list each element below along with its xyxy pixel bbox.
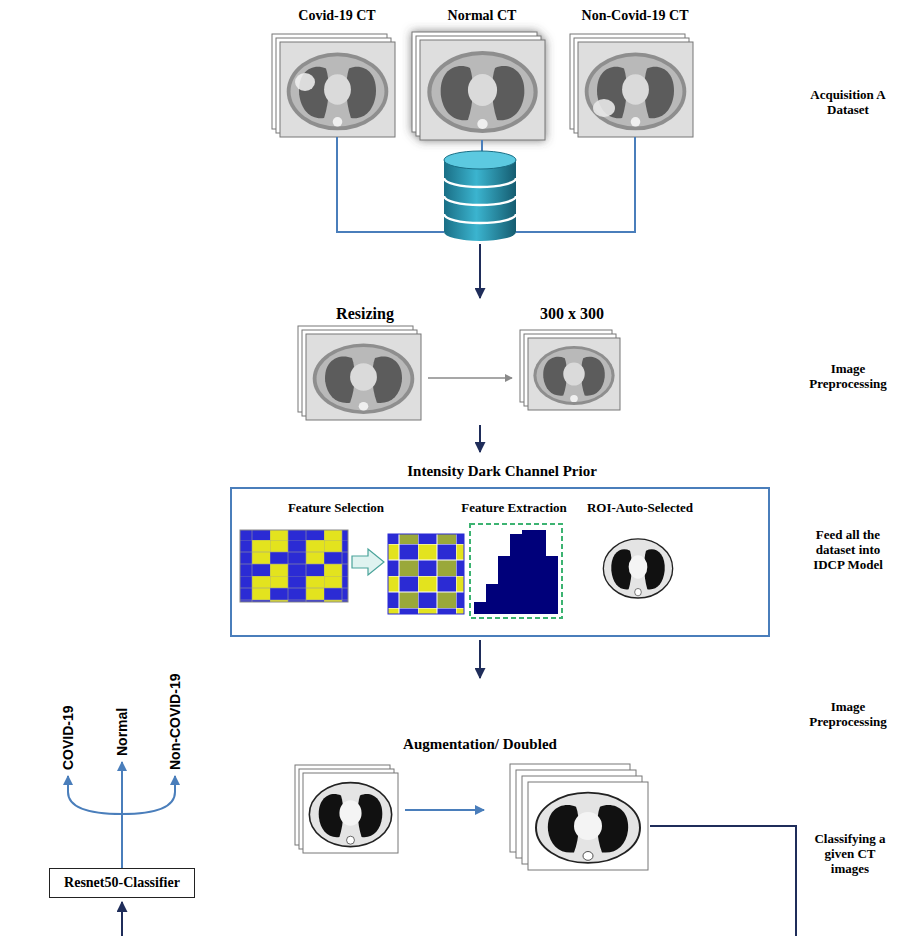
- roi-image: [598, 530, 678, 604]
- database-symbol: [444, 151, 516, 241]
- stage-label: Classifying a given CT images: [806, 832, 894, 877]
- box-heading: Intensity Dark Channel Prior: [407, 463, 597, 480]
- covid-ct-stack: [272, 34, 395, 137]
- image-title: Covid-19 CT: [298, 8, 375, 24]
- stage-label: Acquisition A Dataset: [798, 88, 898, 118]
- image-title: Normal CT: [448, 8, 517, 24]
- resize-arrow: [428, 377, 512, 379]
- class-label: COVID-19: [60, 705, 76, 770]
- process-box: Intensity Dark Channel PriorFeature Sele…: [230, 487, 770, 637]
- flow-arrow: [479, 640, 481, 678]
- augment-input-stack: [295, 765, 398, 853]
- normal-ct-stack: [412, 32, 545, 140]
- step-label: Resizing: [336, 305, 394, 323]
- image-title: Non-Covid-19 CT: [582, 8, 689, 24]
- step-caption: Feature Extraction: [461, 501, 567, 516]
- classifier-box: Resnet50-Classifier: [49, 868, 195, 898]
- output-arrow: [68, 776, 122, 814]
- select-arrow: [352, 549, 384, 575]
- augment-output-stack: [510, 764, 648, 870]
- dataset-line: [337, 137, 444, 232]
- step-caption: Feature Selection: [288, 501, 384, 516]
- flow-arrow: [479, 425, 481, 452]
- stage-label: Image Preprocessing: [800, 700, 896, 730]
- dataset-line: [516, 137, 635, 232]
- class-label: Normal: [114, 708, 130, 756]
- resize-input-stack: [298, 326, 421, 420]
- step-caption: ROI-Auto-Selected: [587, 501, 693, 516]
- selected-grid: [388, 534, 464, 614]
- augment-arrow: [405, 809, 484, 811]
- flow-arrow: [479, 244, 481, 298]
- size-label: 300 x 300: [540, 305, 604, 323]
- stage-label: Image Preprocessing: [800, 362, 896, 392]
- class-label: Non-COVID-19: [167, 674, 183, 770]
- output-arrow: [122, 776, 175, 814]
- non-covid-ct-stack: [570, 34, 693, 137]
- input-arrow: [121, 902, 123, 936]
- dataset-line: [481, 140, 483, 152]
- stage-label: Feed all the dataset into IDCP Model: [803, 528, 893, 573]
- box-text: Resnet50-Classifier: [64, 875, 180, 891]
- histogram: [470, 524, 562, 618]
- classify-line: [650, 826, 796, 936]
- resize-output-stack: [520, 330, 620, 410]
- step-label: Augmentation/ Doubled: [403, 736, 557, 753]
- feature-grid: [240, 530, 348, 602]
